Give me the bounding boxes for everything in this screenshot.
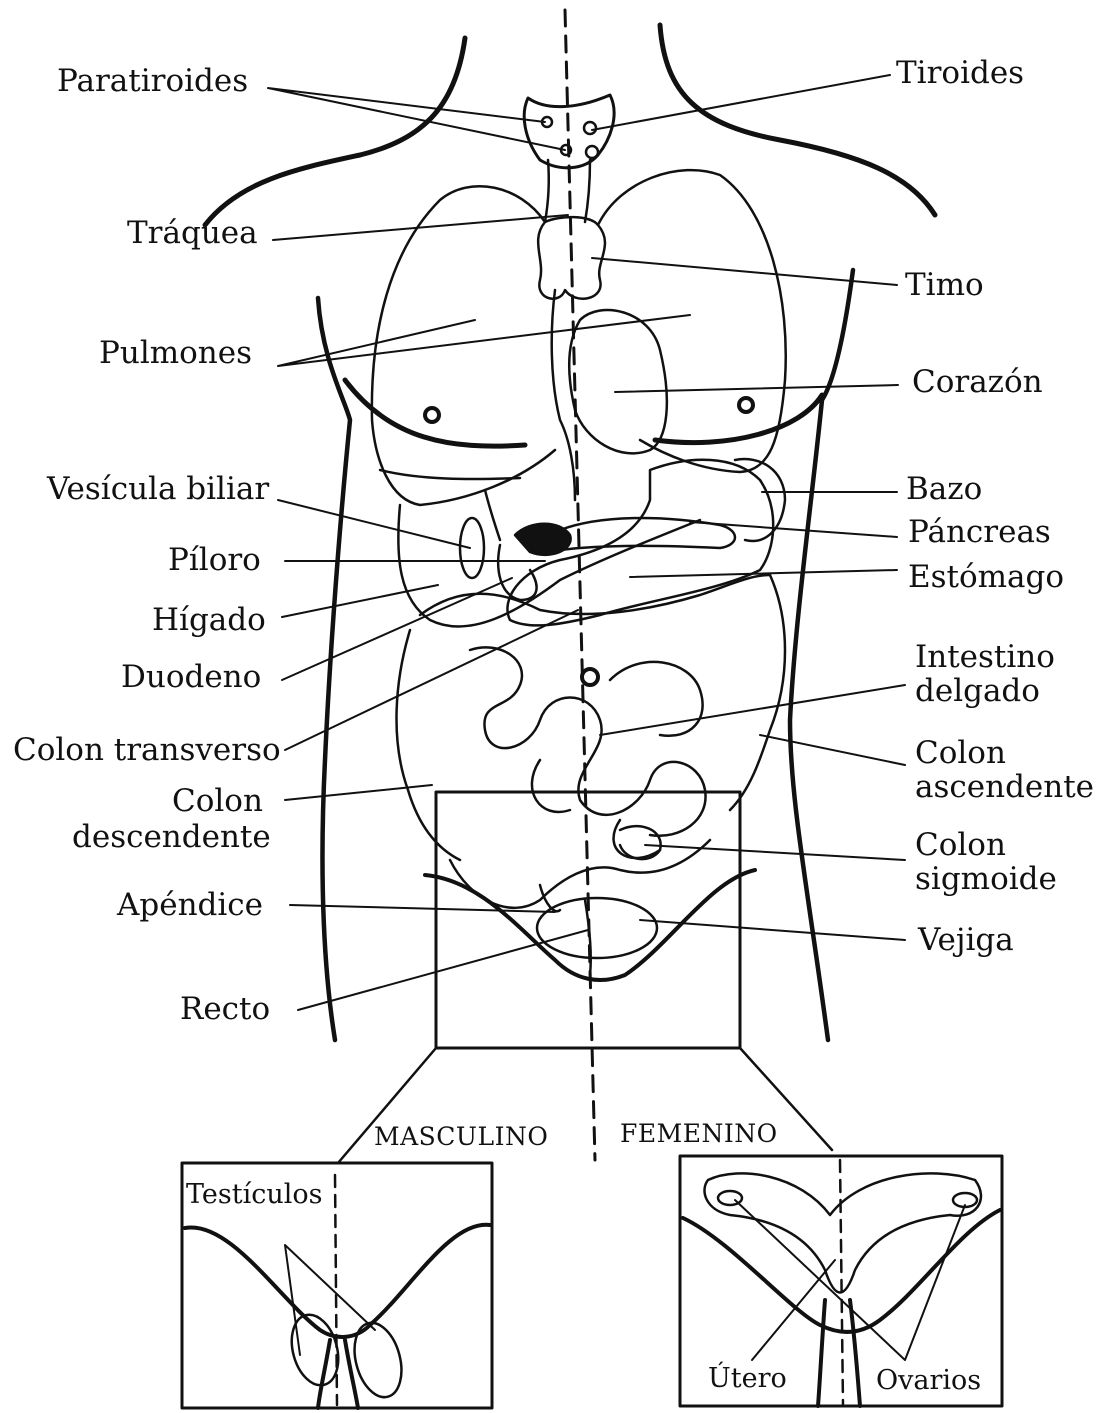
label-apendice: Apéndice [117, 888, 263, 922]
label-vesicula-biliar: Vesícula biliar [47, 472, 269, 506]
label-pulmones: Pulmones [99, 336, 252, 370]
label-femenino: FEMENINO [620, 1117, 778, 1151]
label-estomago: Estómago [908, 560, 1064, 594]
trachea [545, 160, 590, 222]
female-inset-midline [840, 1160, 843, 1405]
lung-right [598, 170, 786, 472]
nipple-right [739, 398, 753, 412]
colon-ascending [730, 575, 785, 810]
gallbladder [460, 518, 484, 578]
label-colon-descendente-2: descendente [72, 820, 271, 854]
label-colon-ascendente-2: ascendente [915, 770, 1094, 804]
colon-descending [396, 630, 460, 860]
lung-left [372, 186, 555, 505]
label-tiroides: Tiroides [896, 56, 1024, 90]
label-paratiroides: Paratiroides [57, 64, 248, 98]
label-corazon: Corazón [912, 365, 1043, 399]
bladder [537, 898, 657, 958]
uterus [704, 1173, 980, 1292]
label-bazo: Bazo [906, 472, 982, 506]
label-masculino: MASCULINO [374, 1120, 548, 1154]
label-utero: Útero [708, 1362, 787, 1396]
torso-left-side [318, 298, 350, 1040]
label-recto: Recto [180, 992, 270, 1026]
label-vejiga: Vejiga [918, 923, 1014, 957]
label-higado: Hígado [152, 603, 266, 637]
female-legs [818, 1300, 860, 1406]
navel [582, 669, 598, 685]
label-traquea: Tráquea [127, 216, 258, 250]
label-timo: Timo [905, 268, 984, 302]
label-piloro: Píloro [168, 543, 261, 577]
rectum [585, 900, 591, 975]
diaphragm-left [380, 470, 520, 479]
label-intestino-delgado-1: Intestino [915, 640, 1055, 674]
heart [569, 310, 667, 453]
pylorus [515, 524, 571, 555]
label-colon-transverso: Colon transverso [13, 733, 281, 767]
parathyroid-2 [584, 122, 596, 134]
neck-shoulder-right [660, 25, 935, 215]
label-pancreas: Páncreas [908, 515, 1051, 549]
nipple-left [425, 408, 439, 422]
label-ovarios: Ovarios [876, 1364, 981, 1398]
label-intestino-delgado-2: delgado [915, 674, 1040, 708]
label-colon-sigmoide-1: Colon [915, 828, 1006, 862]
bile-duct [485, 490, 500, 540]
parathyroid-4 [586, 146, 598, 158]
label-colon-ascendente-1: Colon [915, 736, 1006, 770]
label-duodeno: Duodeno [121, 660, 261, 694]
small-intestine-lower [450, 840, 710, 908]
label-testiculos: Testículos [186, 1178, 323, 1212]
label-colon-descendente-1: Colon [172, 784, 263, 818]
label-colon-sigmoide-2: sigmoide [915, 862, 1057, 896]
